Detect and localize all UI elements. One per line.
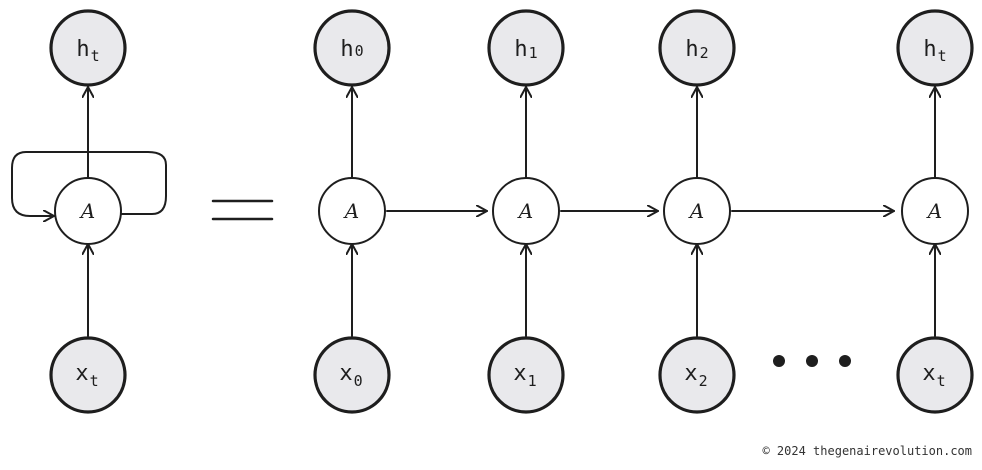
cell-label-2: A: [688, 199, 704, 223]
svg-text:x1: x1: [513, 361, 536, 390]
folded-hidden-subscript: t: [91, 47, 100, 65]
hidden-label-2: h: [685, 37, 698, 62]
hidden-label-t: h: [923, 37, 936, 62]
timestep-0: h0 A x0: [313, 9, 391, 414]
input-node-2: x2: [658, 336, 736, 414]
folded-rnn: ht A xt: [11, 9, 167, 414]
input-subscript-1: 1: [528, 372, 537, 390]
hidden-node-0: h0: [313, 9, 391, 87]
cell-label-0: A: [343, 199, 359, 223]
svg-text:x0: x0: [339, 361, 362, 390]
folded-hidden-node: ht: [49, 9, 127, 87]
hidden-label-1: h: [514, 37, 527, 62]
svg-text:ht: ht: [76, 37, 99, 65]
hidden-subscript-t: t: [938, 47, 947, 65]
hidden-subscript-1: 1: [529, 44, 538, 62]
cell-node-0: A: [318, 177, 386, 245]
hidden-node-1: h1: [487, 9, 565, 87]
input-node-0: x0: [313, 336, 391, 414]
folded-input-node: xt: [49, 336, 127, 414]
input-label-2: x: [684, 361, 697, 386]
folded-cell-label: A: [79, 199, 95, 223]
folded-input-label: x: [75, 361, 88, 386]
svg-text:xt: xt: [75, 361, 98, 390]
equals-sign: =: [211, 199, 274, 221]
svg-text:ht: ht: [923, 37, 946, 65]
svg-text:x2: x2: [684, 361, 707, 390]
hidden-subscript-2: 2: [700, 44, 709, 62]
folded-input-subscript: t: [90, 372, 99, 390]
timestep-1: h1 A x1: [487, 9, 565, 414]
svg-text:h2: h2: [685, 37, 708, 62]
folded-hidden-label: h: [76, 37, 89, 62]
svg-text:h1: h1: [514, 37, 537, 62]
input-subscript-t: t: [937, 372, 946, 390]
unrolled-rnn: h0 A x0 h1: [313, 9, 974, 414]
timestep-2: h2 A x2: [658, 9, 736, 414]
input-label-1: x: [513, 361, 526, 386]
input-subscript-0: 0: [354, 372, 363, 390]
hidden-label-0: h: [340, 37, 353, 62]
cell-label-t: A: [926, 199, 942, 223]
cell-node-2: A: [663, 177, 731, 245]
input-label-t: x: [922, 361, 935, 386]
input-node-1: x1: [487, 336, 565, 414]
folded-recurrent-loop-arrow: [11, 151, 167, 216]
hidden-node-t: ht: [896, 9, 974, 87]
cell-node-1: A: [492, 177, 560, 245]
hidden-node-2: h2: [658, 9, 736, 87]
cell-label-1: A: [517, 199, 533, 223]
input-node-t: xt: [896, 336, 974, 414]
input-subscript-2: 2: [699, 372, 708, 390]
folded-cell-node: A: [54, 177, 122, 245]
copyright-credit: © 2024 thegenairevolution.com: [762, 444, 972, 458]
ellipsis-dots: • • •: [773, 355, 851, 367]
timestep-t: ht A xt: [896, 9, 974, 414]
svg-text:h0: h0: [340, 37, 363, 62]
hidden-subscript-0: 0: [355, 42, 364, 60]
cell-node-t: A: [901, 177, 969, 245]
svg-text:xt: xt: [922, 361, 945, 390]
input-label-0: x: [339, 361, 352, 386]
